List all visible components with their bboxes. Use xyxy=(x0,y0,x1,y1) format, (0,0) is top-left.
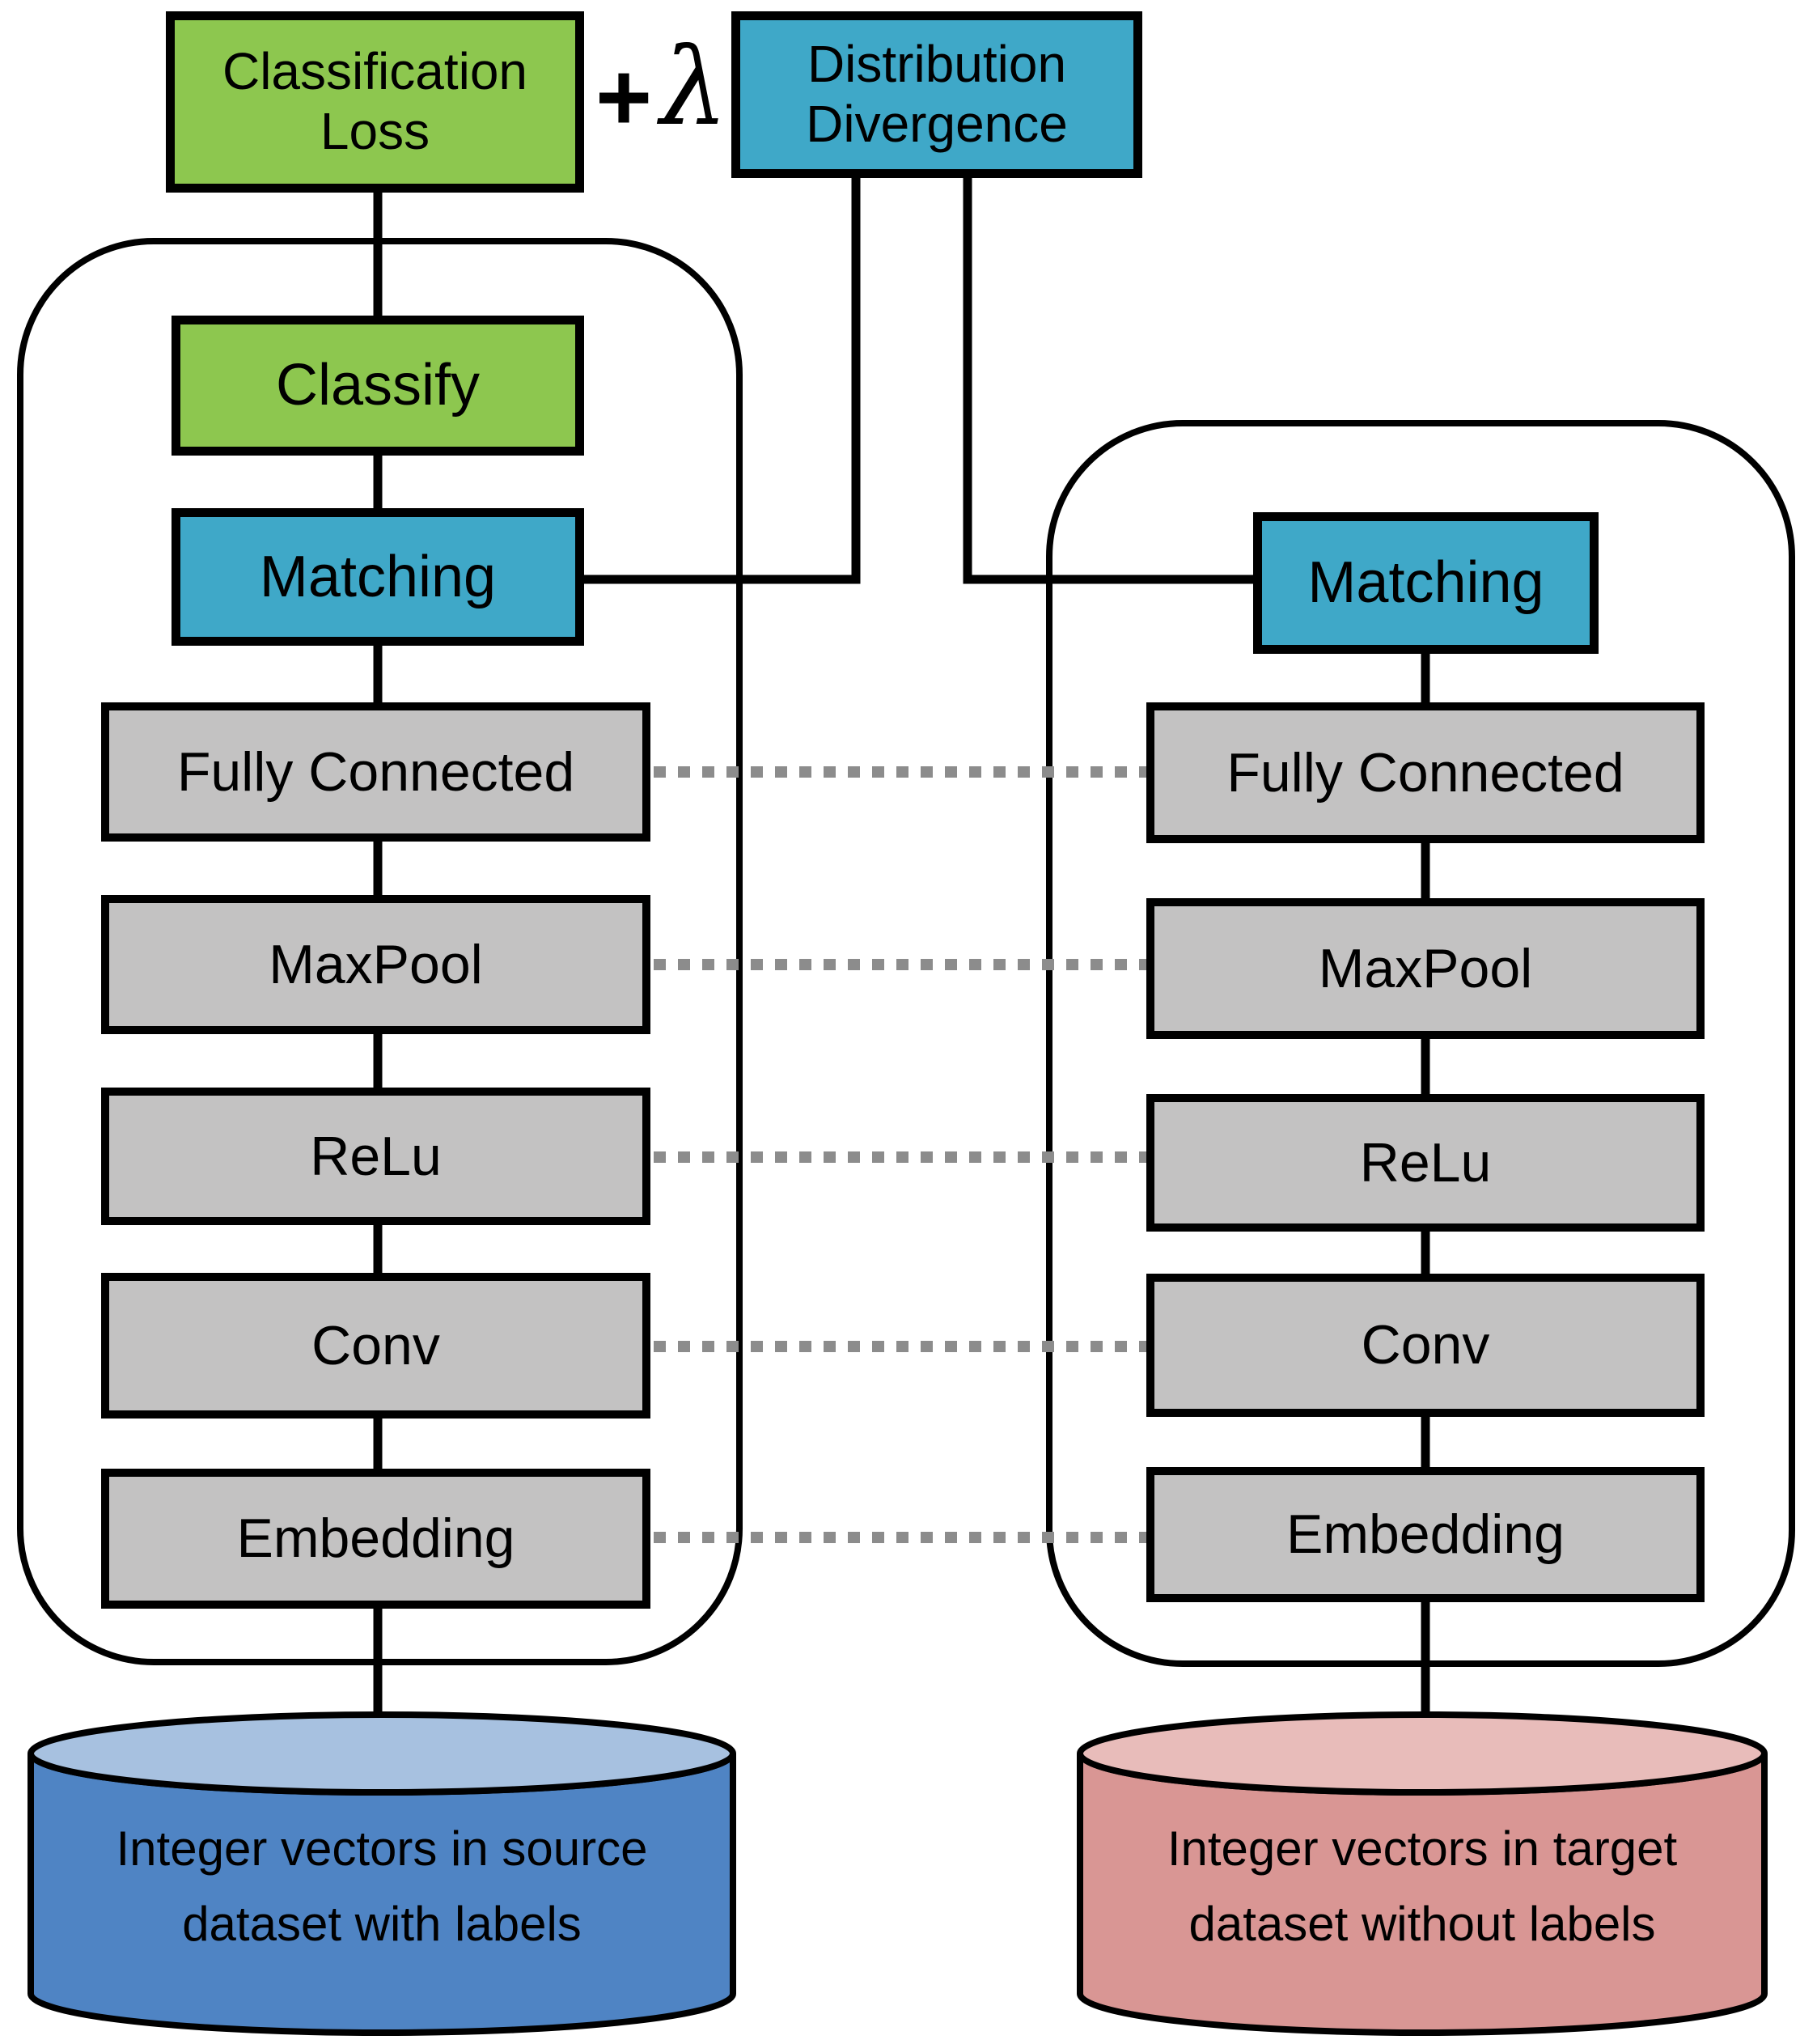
classification-loss-line2: Loss xyxy=(320,102,430,160)
source-dataset-label: Integer vectors in source dataset with l… xyxy=(50,1811,714,1961)
source-conv-box: Conv xyxy=(101,1273,650,1419)
source-maxpool-label: MaxPool xyxy=(269,933,483,995)
target-embedding-box: Embedding xyxy=(1146,1467,1705,1602)
target-conv-label: Conv xyxy=(1361,1314,1490,1376)
target-conv-box: Conv xyxy=(1146,1274,1705,1417)
source-conv-label: Conv xyxy=(311,1314,440,1376)
source-matching-box: Matching xyxy=(172,508,584,646)
plus-sign: + xyxy=(595,43,653,151)
source-embedding-label: Embedding xyxy=(236,1508,515,1570)
lambda-symbol: λ xyxy=(660,25,728,150)
shared-weight-dotted-lines xyxy=(654,766,1149,1543)
target-dataset-line2: dataset without labels xyxy=(1188,1897,1656,1951)
distribution-divergence-line1: Distribution xyxy=(807,35,1067,94)
source-maxpool-box: MaxPool xyxy=(101,895,650,1034)
source-relu-label: ReLu xyxy=(310,1125,442,1187)
classification-loss-box: Classification Loss xyxy=(166,11,584,193)
distribution-divergence-line2: Divergence xyxy=(806,95,1068,153)
distribution-divergence-box: Distribution Divergence xyxy=(731,11,1142,178)
target-relu-label: ReLu xyxy=(1359,1131,1492,1194)
target-maxpool-label: MaxPool xyxy=(1318,937,1533,999)
target-relu-box: ReLu xyxy=(1146,1094,1705,1232)
source-classify-box: Classify xyxy=(172,316,584,456)
source-dataset-cylinder xyxy=(28,1711,736,2036)
target-matching-to-divergence-line xyxy=(963,175,1256,584)
target-embedding-label: Embedding xyxy=(1285,1503,1565,1566)
target-matching-label: Matching xyxy=(1307,550,1544,616)
source-dataset-line2: dataset with labels xyxy=(182,1897,582,1951)
target-maxpool-box: MaxPool xyxy=(1146,898,1705,1039)
source-dataset-line1: Integer vectors in source xyxy=(116,1821,648,1876)
classify-label: Classify xyxy=(275,353,481,418)
source-embedding-box: Embedding xyxy=(101,1469,650,1609)
source-matching-to-divergence-line xyxy=(584,175,861,584)
target-dataset-cylinder xyxy=(1077,1711,1768,2036)
target-dataset-label: Integer vectors in target dataset withou… xyxy=(1091,1811,1754,1961)
target-fully-connected-box: Fully Connected xyxy=(1146,702,1705,843)
target-matching-box: Matching xyxy=(1253,512,1599,654)
classification-loss-line1: Classification xyxy=(222,42,528,101)
target-fully-connected-label: Fully Connected xyxy=(1226,741,1624,804)
source-fully-connected-box: Fully Connected xyxy=(101,702,650,842)
target-network-outline xyxy=(1046,420,1795,1667)
source-matching-label: Matching xyxy=(259,544,497,609)
source-fully-connected-label: Fully Connected xyxy=(176,740,575,803)
target-dataset-line1: Integer vectors in target xyxy=(1167,1821,1678,1876)
source-relu-box: ReLu xyxy=(101,1088,650,1225)
